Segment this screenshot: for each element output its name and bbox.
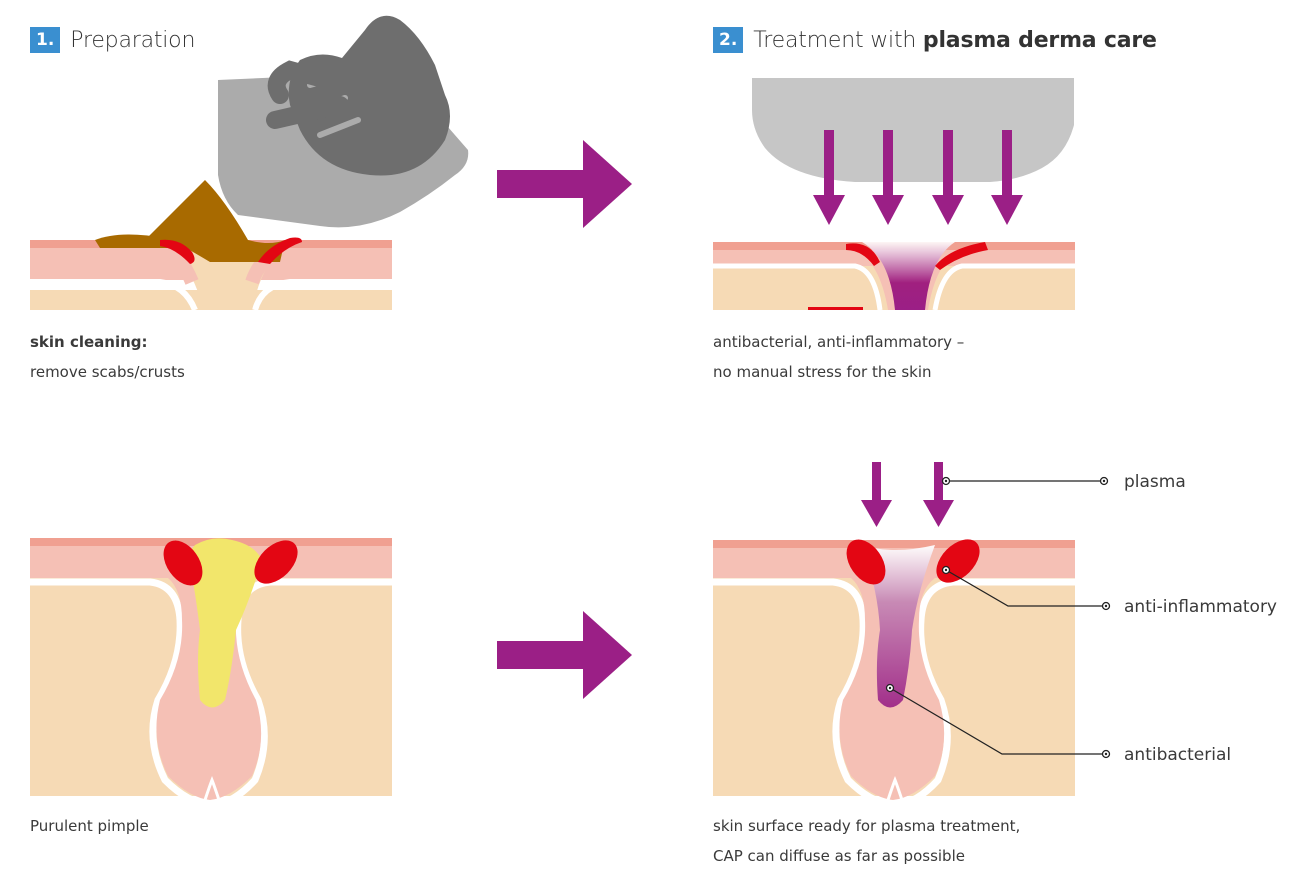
plasma-applicator bbox=[752, 78, 1074, 182]
label-anti-inflammatory: anti-inflammatory bbox=[1124, 597, 1277, 617]
panel-treatment bbox=[713, 78, 1075, 310]
arrow-right-2-icon bbox=[497, 611, 632, 699]
arrow-right-1-icon bbox=[497, 140, 632, 228]
plasma-arrows-small bbox=[861, 462, 954, 527]
panel-pimple bbox=[30, 532, 392, 804]
panel-preparation bbox=[30, 16, 468, 310]
label-plasma: plasma bbox=[1124, 472, 1186, 492]
panel-result: plasma anti-inflammatory antibacterial bbox=[713, 462, 1277, 804]
label-antibacterial: antibacterial bbox=[1124, 745, 1231, 765]
